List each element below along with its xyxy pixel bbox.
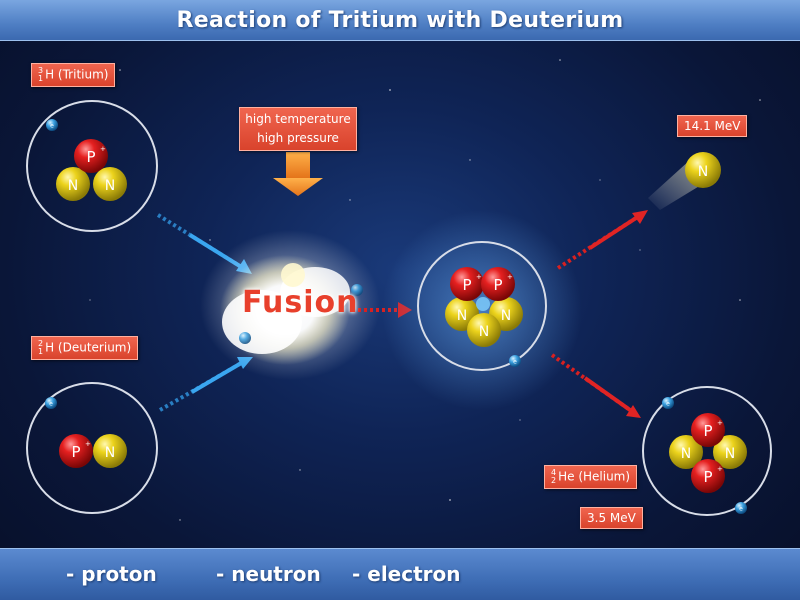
tritium-atom: N N P + e: [26, 100, 158, 232]
central-helium-orbit: [417, 241, 547, 371]
svg-text:+: +: [476, 273, 482, 281]
deuterium-orbit: [26, 382, 158, 514]
tritium-neutron-left: N: [56, 167, 90, 201]
svg-text:P: P: [703, 468, 712, 486]
product-electron-top: e: [662, 397, 674, 409]
product-proton-bottom: P +: [691, 459, 725, 493]
helium-label: 4 2 He (Helium): [544, 465, 638, 489]
central-proton-right: P +: [481, 267, 515, 301]
down-arrow-icon: [273, 152, 323, 196]
central-proton-left: P +: [450, 267, 484, 301]
conditions-line-2: high pressure: [257, 131, 339, 145]
tritium-isotope-numbers: 3 1: [38, 67, 43, 83]
deuterium-electron: e: [45, 397, 57, 409]
central-core-glow: [476, 297, 490, 311]
helium-atomic-number: 2: [551, 476, 557, 485]
product-proton-top: P +: [691, 413, 725, 447]
conditions-line-1: high temperature: [245, 112, 351, 126]
svg-text:N: N: [68, 178, 78, 194]
deuterium-isotope-numbers: 2 1: [38, 340, 43, 356]
tritium-proton: P +: [74, 139, 108, 173]
deuterium-name: H (Deuterium): [45, 340, 132, 355]
tritium-mass-number: 3: [38, 66, 44, 75]
fusion-label: Fusion: [242, 285, 359, 320]
product-electron-bottom: e: [735, 502, 747, 514]
deuterium-mass-number: 2: [38, 339, 44, 348]
emitted-neutron: N: [648, 152, 721, 210]
svg-text:P: P: [493, 276, 502, 294]
svg-text:P: P: [86, 148, 95, 166]
svg-text:N: N: [501, 308, 511, 324]
legend-neutron-text: - neutron: [216, 562, 321, 586]
deuterium-proton: P +: [59, 434, 93, 468]
deuterium-label: 2 1 H (Deuterium): [31, 336, 139, 360]
helium-isotope-numbers: 4 2: [551, 469, 556, 485]
svg-text:+: +: [100, 145, 106, 153]
svg-text:e: e: [49, 401, 53, 408]
tritium-label: 3 1 H (Tritium): [31, 63, 116, 87]
tritium-neutron-right: N: [93, 167, 127, 201]
helium-outgoing-arrow: [550, 353, 641, 418]
neutron-energy-label: 14.1 MeV: [677, 115, 748, 137]
central-helium-atom: N N N P + P + e: [382, 210, 582, 410]
helium-name: He (Helium): [558, 469, 631, 484]
svg-text:P: P: [71, 443, 80, 461]
deuterium-atomic-number: 1: [38, 347, 44, 356]
central-electron: e: [509, 355, 521, 367]
svg-text:+: +: [85, 440, 91, 448]
svg-text:N: N: [698, 164, 708, 180]
title-bar: Reaction of Tritium with Deuterium: [0, 0, 800, 41]
tritium-orbit: [26, 100, 158, 232]
product-neutron-right: N: [713, 435, 747, 469]
svg-text:N: N: [105, 178, 115, 194]
fusion-blast: [200, 230, 380, 380]
starfield: [89, 59, 761, 521]
svg-text:e: e: [50, 123, 54, 130]
svg-text:e: e: [666, 401, 670, 408]
diagram-title: Reaction of Tritium with Deuterium: [176, 7, 624, 33]
product-helium-atom: N N P + P + e e: [642, 386, 772, 516]
svg-text:P: P: [703, 422, 712, 440]
product-helium-orbit: [642, 386, 772, 516]
svg-text:e: e: [513, 359, 517, 366]
central-neutron-bottom: N: [467, 313, 501, 347]
svg-text:N: N: [725, 446, 735, 462]
svg-text:N: N: [479, 324, 489, 340]
conditions-callout: high temperature high pressure: [239, 107, 357, 151]
helium-mass-number: 4: [551, 468, 557, 477]
svg-text:N: N: [457, 308, 467, 324]
deuterium-atom: N P + e: [26, 382, 158, 514]
tritium-name: H (Tritium): [45, 67, 109, 82]
legend-proton-text: - proton: [66, 562, 157, 586]
helium-energy-label: 3.5 MeV: [580, 507, 643, 529]
legend-electron-text: - electron: [352, 562, 461, 586]
tritium-electron: e: [46, 119, 58, 131]
neutron-outgoing-arrow: [556, 210, 648, 270]
svg-text:P: P: [462, 276, 471, 294]
svg-text:+: +: [717, 419, 723, 427]
svg-text:+: +: [507, 273, 513, 281]
svg-text:N: N: [105, 445, 115, 461]
deuterium-neutron: N: [93, 434, 127, 468]
legend-bar: [0, 548, 800, 600]
product-neutron-left: N: [669, 435, 703, 469]
svg-text:N: N: [681, 446, 691, 462]
svg-text:e: e: [739, 506, 743, 513]
tritium-atomic-number: 1: [38, 74, 44, 83]
svg-text:+: +: [717, 465, 723, 473]
